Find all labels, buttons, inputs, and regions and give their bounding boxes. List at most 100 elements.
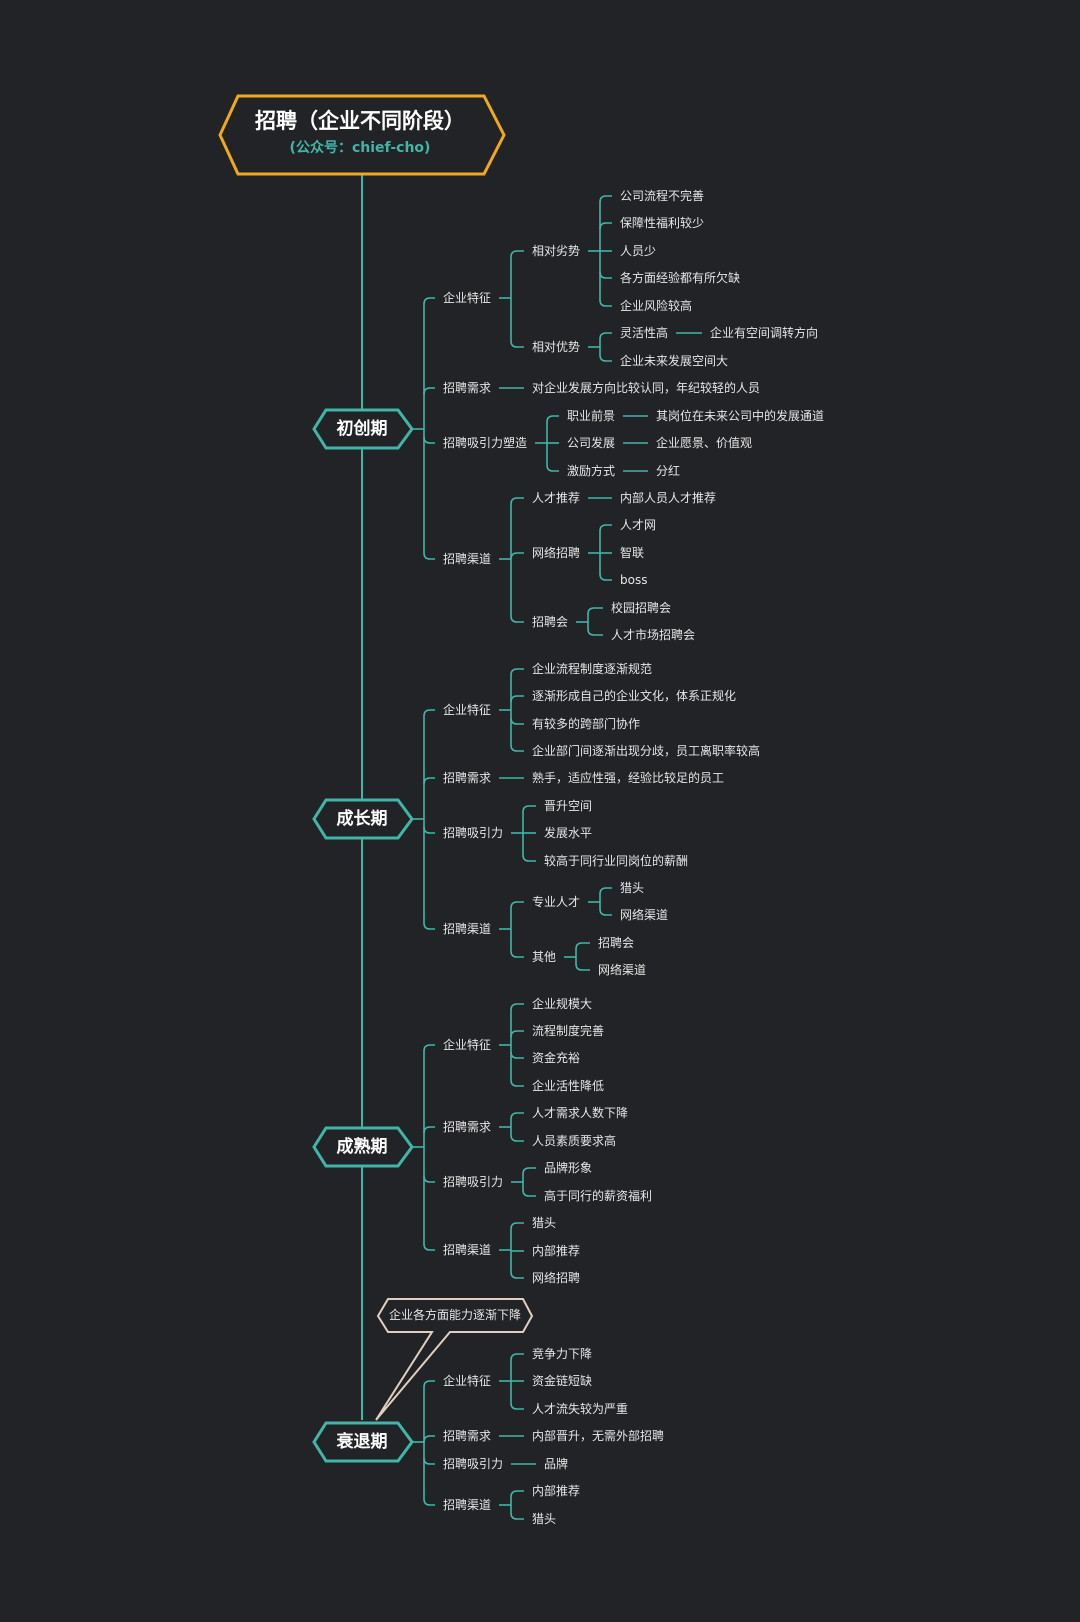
sub-node[interactable]: 人才需求人数下降 [532,1106,629,1120]
branch-label[interactable]: 招聘需求 [443,1120,492,1134]
sub-node[interactable]: 相对劣势 [532,244,581,258]
s2-b4-arm-0 [510,901,524,909]
sub-node[interactable]: 网络招聘 [532,546,581,560]
stage2-arm-2 [423,826,435,834]
sub-node[interactable]: 较高于同行业同岗位的薪酬 [544,854,689,868]
branch-label[interactable]: 企业特征 [443,291,492,305]
sub-node[interactable]: 对企业发展方向比较认同，年纪较轻的人员 [532,381,761,395]
leaf-node[interactable]: 内部人员人才推荐 [620,491,717,505]
branch-label[interactable]: 招聘需求 [443,1429,492,1443]
leaf-node[interactable]: 灵活性高 [620,326,669,340]
sub-node[interactable]: 品牌 [544,1457,569,1471]
sub-node[interactable]: 内部晋升，无需外部招聘 [532,1429,665,1443]
s2-b4-arm-1 [510,950,524,958]
sub-node[interactable]: 企业部门间逐渐出现分歧，员工离职率较高 [532,744,761,758]
s1-b1-k1-arm-4 [599,299,612,307]
sub-node[interactable]: 企业活性降低 [532,1079,605,1093]
s4-b1-arm-2 [510,1402,524,1410]
sub-node[interactable]: 企业流程制度逐渐规范 [532,662,653,676]
sub-node[interactable]: 资金链短缺 [532,1374,593,1388]
stage-label-3[interactable]: 成熟期 [336,1137,388,1157]
sub-node[interactable]: 猎头 [532,1512,557,1526]
sub-node[interactable]: 熟手，适应性强，经验比较足的员工 [532,771,725,785]
stage-node-shape-3 [312,1126,414,1168]
leaf-node[interactable]: 招聘会 [598,936,635,950]
branch-label[interactable]: 企业特征 [443,1038,492,1052]
s3-b1-arm-1 [510,1030,524,1038]
s2-b4-k1-arm-1 [599,908,612,916]
sub-node[interactable]: 流程制度完善 [532,1024,605,1038]
branch-label[interactable]: 招聘渠道 [443,552,492,566]
sub-node[interactable]: 逐渐形成自己的企业文化，体系正规化 [532,689,737,703]
stage1-arm-1 [423,387,435,395]
leaf-node[interactable]: 猎头 [620,881,645,895]
sub-node[interactable]: 内部推荐 [532,1484,581,1498]
leaf-node[interactable]: boss [620,573,648,587]
sub-node[interactable]: 猎头 [532,1216,557,1230]
sub-node[interactable]: 招聘会 [532,615,569,629]
sub-node[interactable]: 人员素质要求高 [532,1134,617,1148]
s1-b4-k3-arm-1 [587,628,603,636]
sub-node[interactable]: 人才流失较为严重 [532,1402,629,1416]
stage2-arm-1 [423,777,435,785]
stage-label-4[interactable]: 衰退期 [336,1432,388,1452]
sub-node[interactable]: 职业前景 [567,409,616,423]
sub-node[interactable]: 相对优势 [532,340,581,354]
s1-b4-k2-arm-0 [599,524,612,532]
sub-node[interactable]: 公司发展 [567,436,616,450]
stage-label-1[interactable]: 初创期 [336,419,388,439]
sub-node[interactable]: 激励方式 [567,464,616,478]
sub-node[interactable]: 发展水平 [544,826,593,840]
branch-label[interactable]: 招聘吸引力塑造 [443,436,528,450]
sub-node[interactable]: 资金充裕 [532,1051,581,1065]
leaf-node[interactable]: 网络渠道 [620,908,669,922]
s4-b4-arm-1 [510,1512,524,1520]
leaf-node[interactable]: 企业愿景、价值观 [656,436,753,450]
branch-label[interactable]: 招聘渠道 [443,922,492,936]
sub-node[interactable]: 有较多的跨部门协作 [532,717,641,731]
sub-node[interactable]: 晋升空间 [544,799,593,813]
branch-label[interactable]: 招聘吸引力 [443,826,504,840]
sub-node[interactable]: 内部推荐 [532,1244,581,1258]
leaf-node[interactable]: 企业未来发展空间大 [620,354,729,368]
leaf-node[interactable]: 网络渠道 [598,963,647,977]
leaf-node[interactable]: 智联 [620,546,645,560]
sub-node[interactable]: 专业人才 [532,895,581,909]
stage-label-2[interactable]: 成长期 [336,809,388,829]
sub-node[interactable]: 人才推荐 [532,491,581,505]
leaf-node[interactable]: 企业有空间调转方向 [710,326,819,340]
leaf-node[interactable]: 人才网 [620,518,657,532]
sub-node[interactable]: 竞争力下降 [532,1347,593,1361]
s1-b4-k2-arm-2 [599,573,612,581]
leaf-node[interactable]: 人才市场招聘会 [611,628,696,642]
branch-label[interactable]: 招聘吸引力 [443,1457,504,1471]
branch-label[interactable]: 招聘吸引力 [443,1175,504,1189]
s2-b1-arm-0 [510,668,524,676]
branch-label[interactable]: 企业特征 [443,703,492,717]
leaf-node[interactable]: 公司流程不完善 [620,189,705,203]
sub-node[interactable]: 其他 [532,950,557,964]
sub-node[interactable]: 企业规模大 [532,997,593,1011]
s3-b2-arm-1 [510,1134,524,1142]
branch-label[interactable]: 招聘渠道 [443,1498,492,1512]
root-subtitle: (公众号：chief-cho) [289,140,431,156]
leaf-node[interactable]: 人员少 [620,244,657,258]
leaf-node[interactable]: 校园招聘会 [611,601,672,615]
leaf-node[interactable]: 保障性福利较少 [620,216,705,230]
leaf-node[interactable]: 各方面经验都有所欠缺 [620,271,741,285]
leaf-node[interactable]: 企业风险较高 [620,299,693,313]
sub-node[interactable]: 高于同行的薪资福利 [544,1189,653,1203]
stage3-arm-1 [423,1126,435,1134]
branch-label[interactable]: 招聘需求 [443,771,492,785]
leaf-node[interactable]: 其岗位在未来公司中的发展通道 [656,409,825,423]
s2-b1-arm-2 [510,717,524,725]
branch-label[interactable]: 招聘渠道 [443,1243,492,1257]
branch-label[interactable]: 招聘需求 [443,381,492,395]
s3-b1-arm-0 [510,1003,524,1011]
leaf-node[interactable]: 分红 [656,464,681,478]
s1-b3-arm-0 [546,415,559,423]
sub-node[interactable]: 品牌形象 [544,1161,593,1175]
stage3-arm-2 [423,1175,435,1183]
sub-node[interactable]: 网络招聘 [532,1271,581,1285]
branch-label[interactable]: 企业特征 [443,1374,492,1388]
